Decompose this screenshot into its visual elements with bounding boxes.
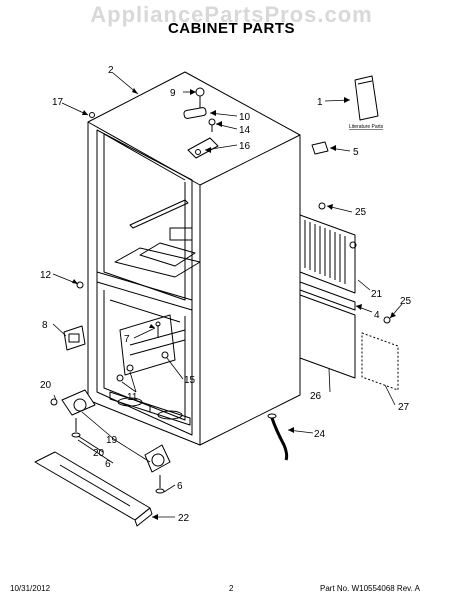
callout-17: 17: [52, 97, 64, 108]
rail: [299, 281, 356, 311]
callout-1: 1: [317, 97, 323, 108]
back-panel: [299, 294, 356, 379]
callout-14: 14: [239, 125, 251, 136]
callout-20-bottom: 20: [93, 448, 105, 459]
drain-tube: [270, 417, 289, 461]
roller-left: [61, 389, 96, 438]
callout-25-top: 25: [355, 207, 367, 218]
callout-2: 2: [108, 65, 114, 76]
callout-11: 11: [127, 392, 138, 403]
callout-22: 22: [178, 513, 190, 524]
watermark: AppliancePartsPros.com: [90, 2, 373, 27]
footer-page: 2: [229, 584, 234, 593]
bottom-grille: [34, 451, 153, 527]
callout-21: 21: [371, 289, 383, 300]
literature-label: Literature Parts: [349, 124, 384, 130]
vent-pad: [311, 141, 329, 155]
callout-19: 19: [106, 435, 118, 446]
literature-parts: [354, 75, 379, 121]
roller-right: [144, 444, 171, 494]
footer-part-number: Part No. W10554068 Rev. A: [320, 584, 420, 593]
rear-grille: [299, 214, 357, 294]
insulation-panel: [361, 332, 399, 391]
callout-26: 26: [310, 391, 322, 402]
callout-12: 12: [40, 270, 52, 281]
callout-16: 16: [239, 141, 251, 152]
callout-8: 8: [42, 320, 48, 331]
callout-10: 10: [239, 112, 251, 123]
top-hinge: [183, 87, 219, 159]
callout-25-right: 25: [400, 296, 412, 307]
callout-27: 27: [398, 402, 410, 413]
cabinet: [87, 71, 301, 446]
control-module: [63, 325, 86, 351]
callout-6-left: 6: [105, 459, 111, 470]
callout-15: 15: [184, 375, 196, 386]
callout-4: 4: [374, 310, 380, 321]
page-title: CABINET PARTS: [167, 20, 296, 37]
callout-6-right: 6: [177, 481, 183, 492]
arrowheads: [72, 88, 396, 520]
callout-9: 9: [170, 88, 176, 99]
callout-20-left: 20: [40, 380, 52, 391]
callout-24: 24: [314, 429, 326, 440]
footer-date: 10/31/2012: [10, 584, 51, 593]
callout-5: 5: [353, 147, 359, 158]
callout-7: 7: [124, 334, 130, 345]
